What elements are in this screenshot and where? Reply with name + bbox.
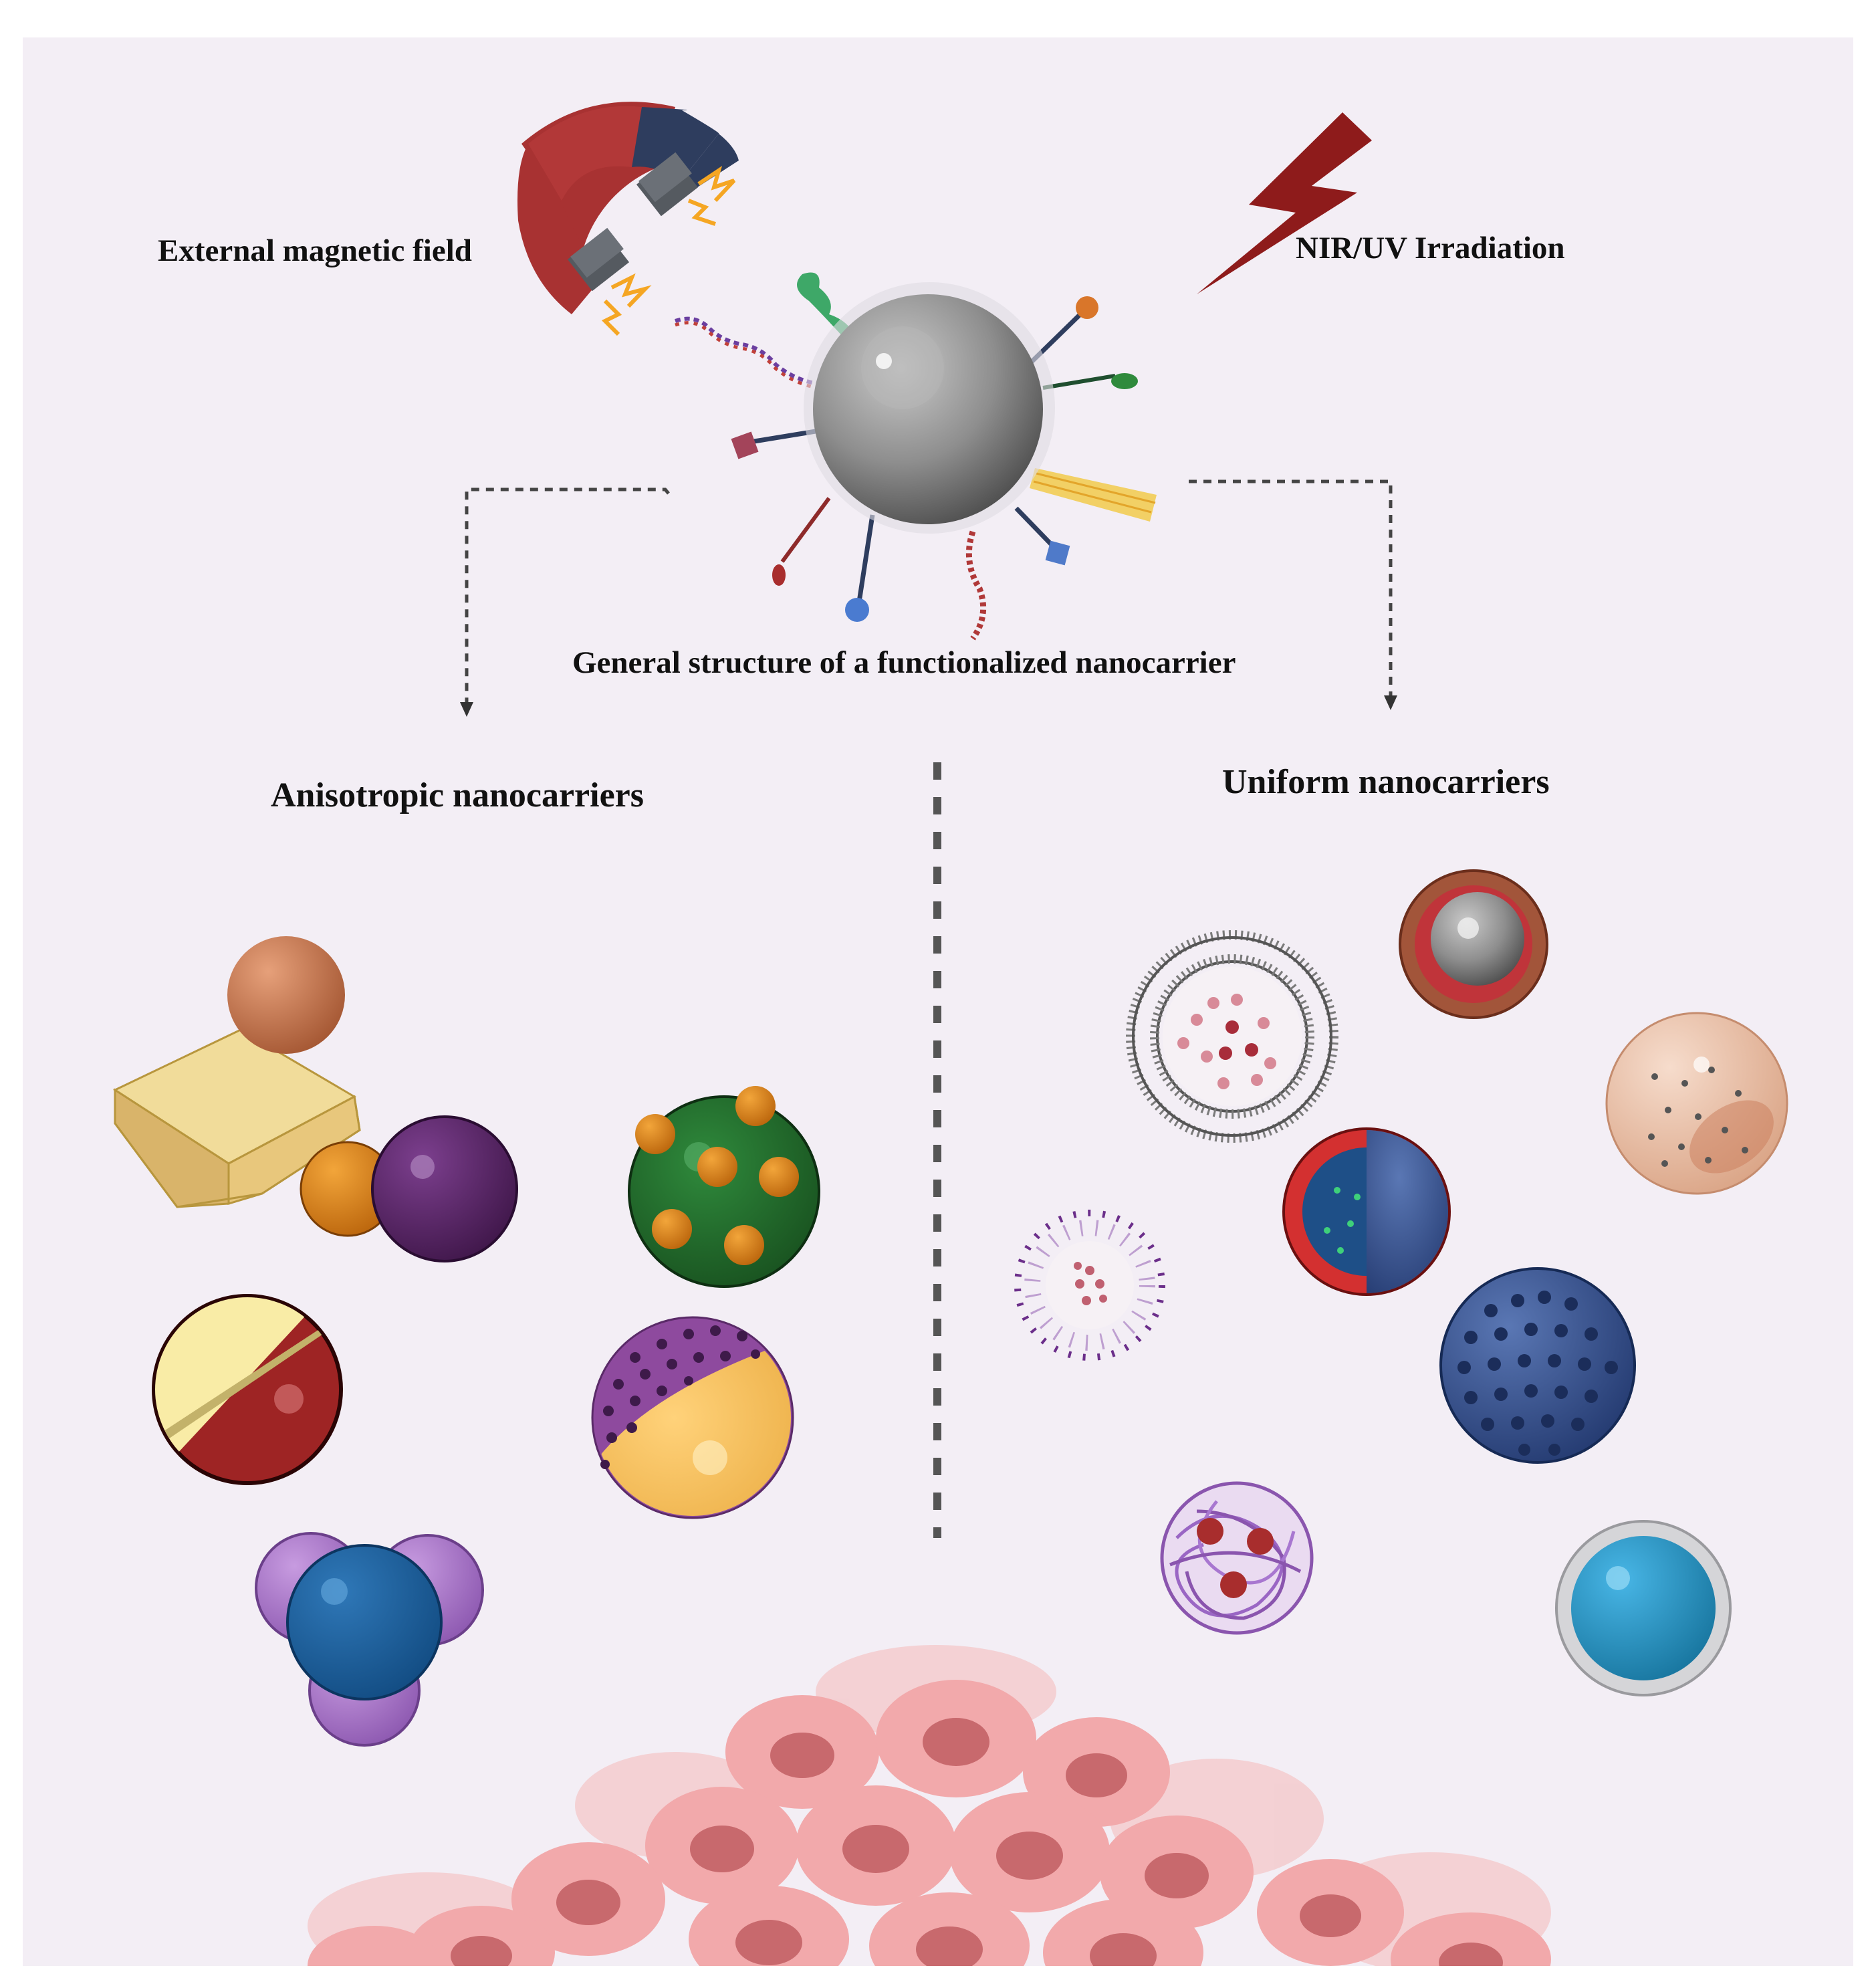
label-uniform-nanocarriers: Uniform nanocarriers — [1222, 763, 1550, 801]
coated-sphere-particle — [1555, 1520, 1732, 1696]
janus-dotted-particle — [591, 1316, 794, 1519]
peach-dotted-particle — [1605, 1012, 1788, 1195]
label-external-magnetic-field: External magnetic field — [158, 233, 472, 268]
label-general-structure: General structure of a functionalized na… — [572, 645, 1236, 680]
label-nir-uv-irradiation: NIR/UV Irradiation — [1296, 231, 1565, 265]
decorated-sphere-particle — [628, 1086, 820, 1288]
janus-red-particle — [152, 1294, 343, 1485]
cube-sphere-particle — [112, 936, 361, 1208]
connector-right — [1189, 479, 1393, 695]
lightning-bolt-icon — [1197, 112, 1372, 294]
label-anisotropic-nanocarriers: Anisotropic nanocarriers — [271, 776, 644, 814]
connector-left — [465, 487, 670, 702]
functionalized-nanocarrier — [675, 272, 1157, 641]
horseshoe-magnet-icon — [517, 102, 739, 336]
micelle-particle — [1014, 1210, 1165, 1361]
tumor-cells-icon — [308, 1645, 1551, 1966]
porous-sphere-particle — [1439, 1267, 1636, 1464]
uniform-nanocarriers — [1014, 869, 1788, 1696]
multipod-particle — [255, 1532, 484, 1747]
dimer-particle — [300, 1115, 518, 1262]
liposome-particle — [1126, 930, 1338, 1143]
anisotropic-nanocarriers — [112, 936, 820, 1747]
polymer-nanogel-particle — [1160, 1481, 1314, 1635]
core-shell-particle — [1399, 869, 1548, 1019]
